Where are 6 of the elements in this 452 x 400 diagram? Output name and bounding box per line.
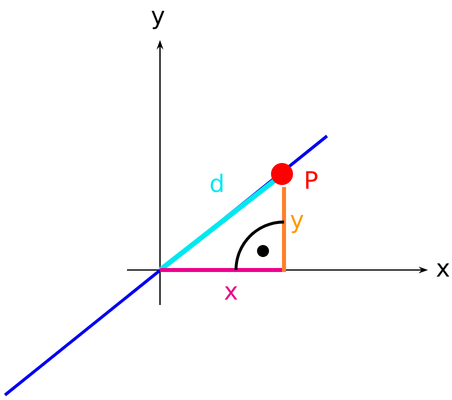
axis-label: x xyxy=(436,263,450,277)
segment-label: x xyxy=(224,286,238,300)
segment-label: d xyxy=(210,174,222,192)
point-label: P xyxy=(306,171,318,189)
segment-label: y xyxy=(290,214,304,234)
axis-label: y xyxy=(152,10,164,30)
